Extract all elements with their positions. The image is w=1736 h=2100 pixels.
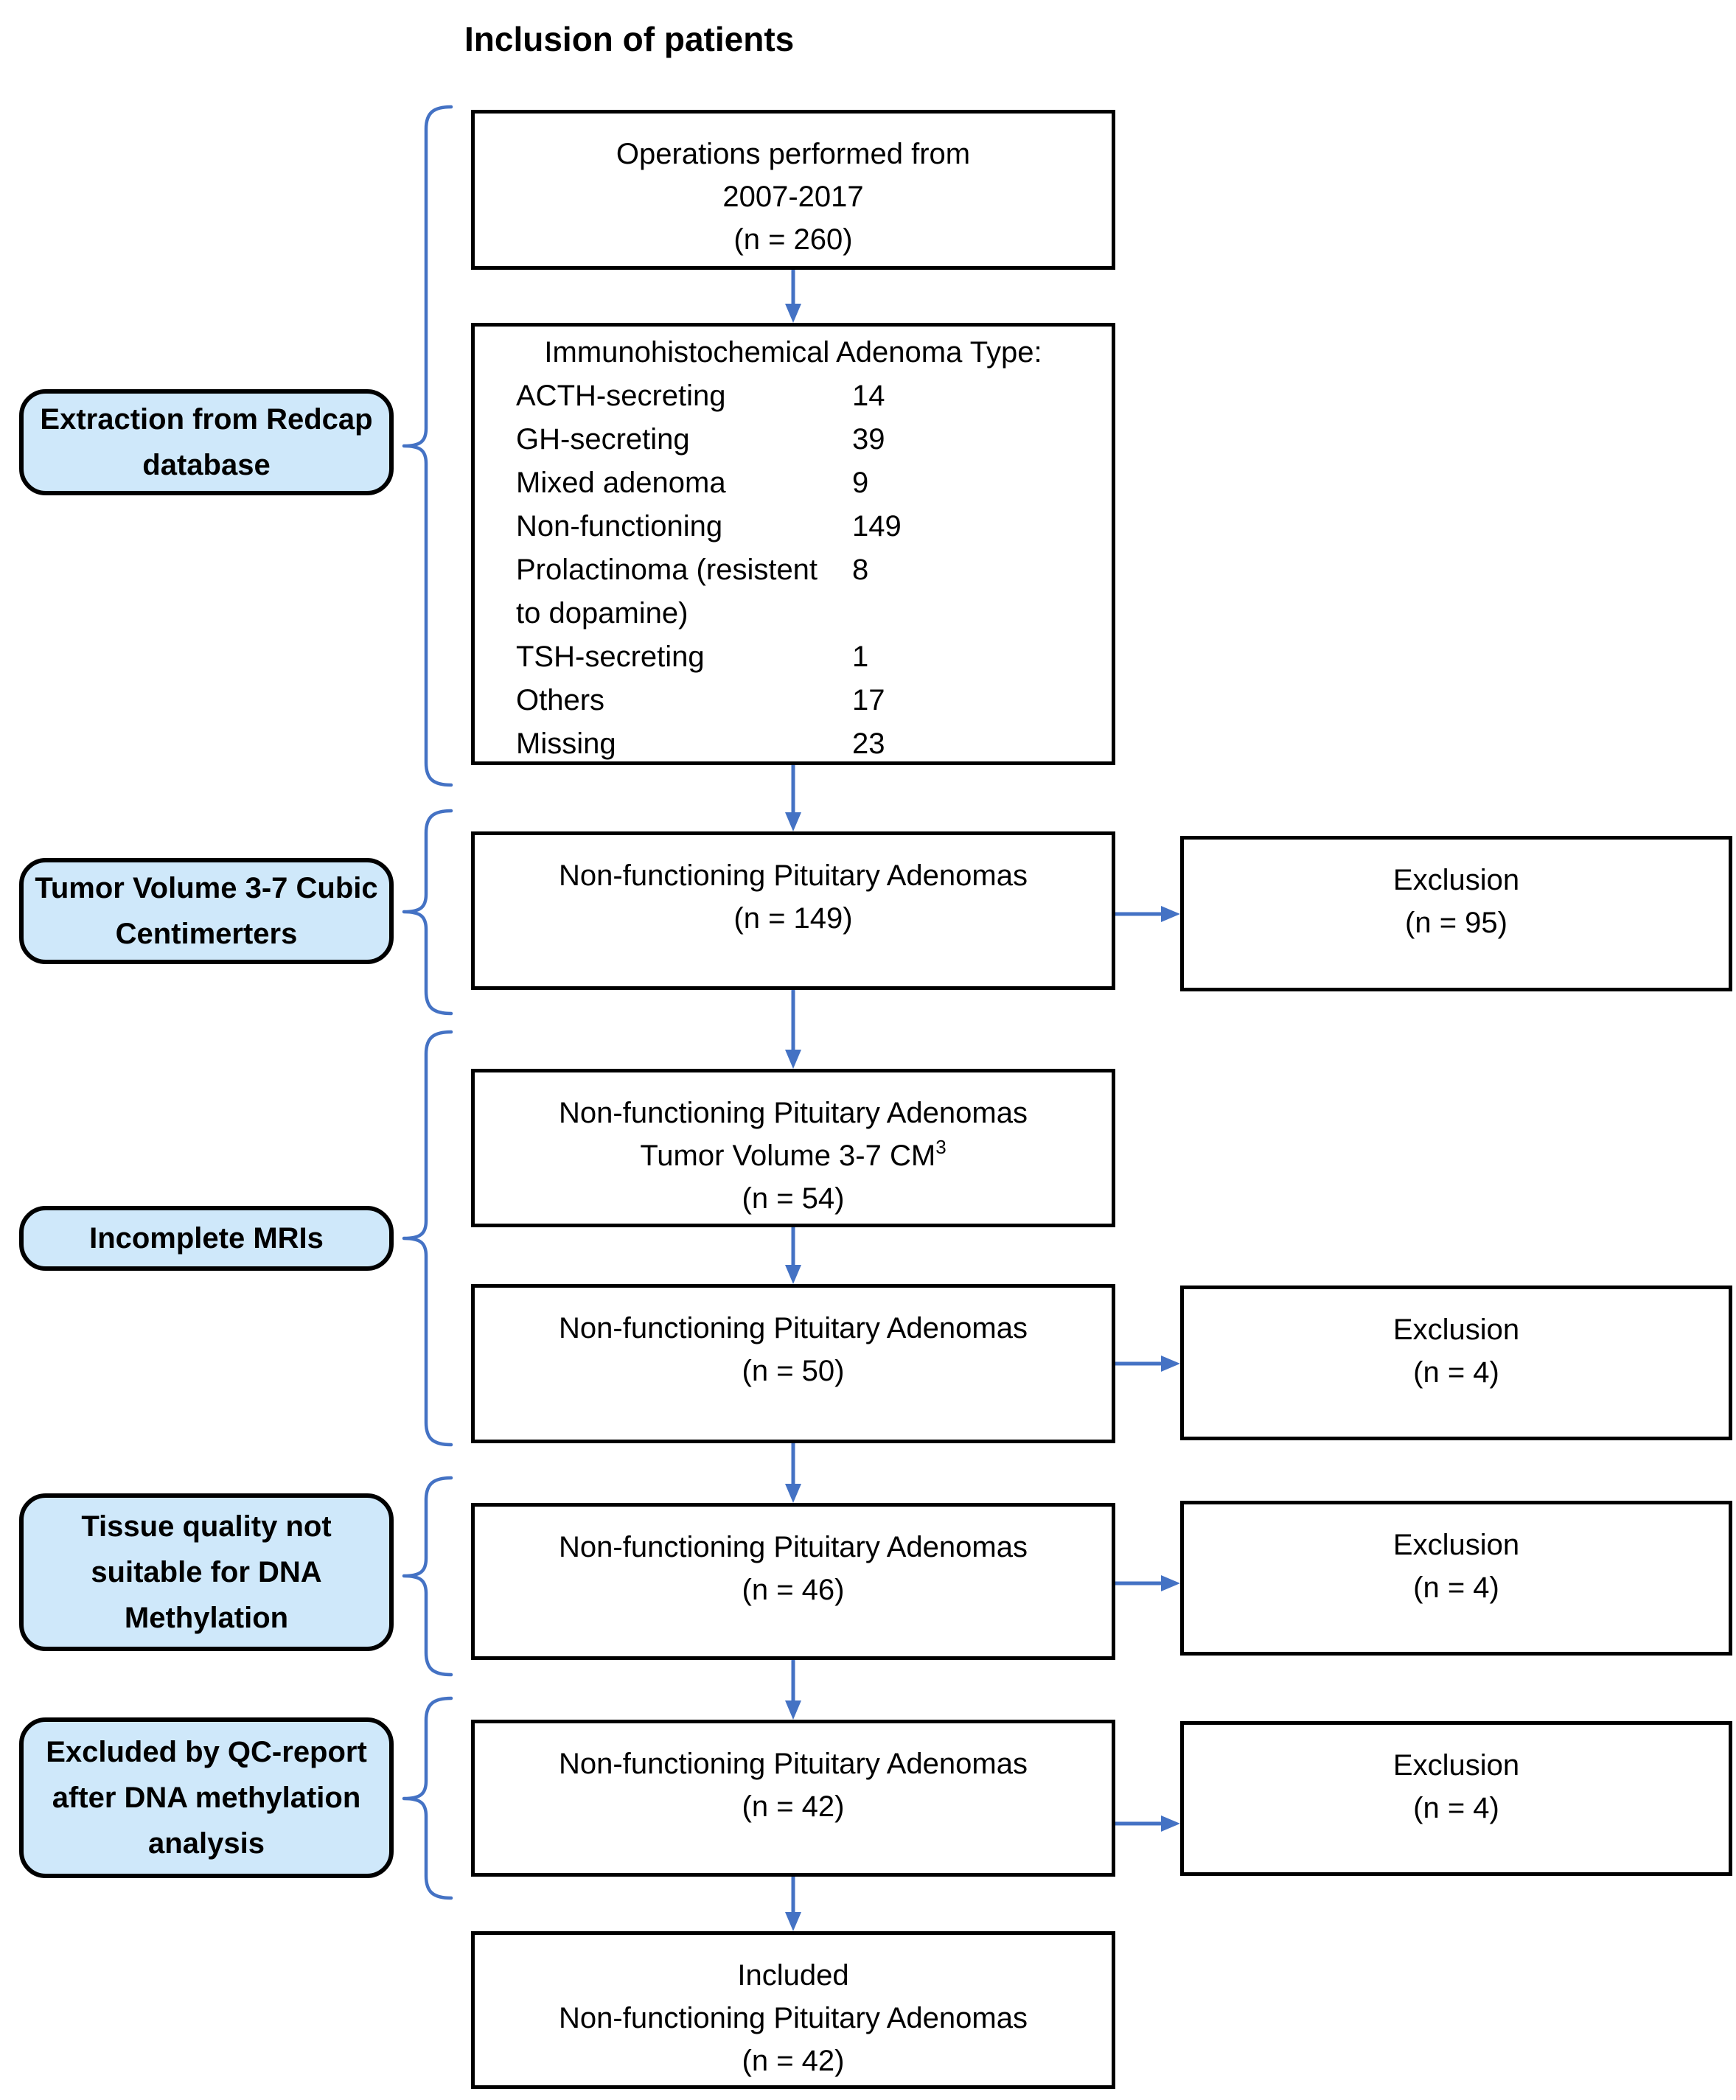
label-line: database <box>142 449 271 481</box>
box-line: (n = 42) <box>742 2045 845 2077</box>
label-line: Centimerters <box>115 918 298 950</box>
arrow-down-3 <box>785 990 801 1069</box>
box-line: Non-functioning Pituitary Adenomas <box>559 2002 1028 2034</box>
label-line: Excluded by QC-report <box>46 1736 367 1768</box>
label-box-incomplete-mris: Incomplete MRIs <box>19 1206 394 1271</box>
label-line: Incomplete MRIs <box>89 1222 324 1255</box>
box-line: (n = 95) <box>1405 907 1507 939</box>
adenoma-row-label: Others <box>516 684 605 716</box>
box-line: Exclusion <box>1392 1314 1520 1346</box>
box-line: Non-functioning Pituitary Adenomas <box>559 859 1028 892</box>
arrow-down-6 <box>785 1660 801 1720</box>
adenoma-row-label: GH-secreting <box>516 423 690 456</box>
adenoma-row-value: 14 <box>852 380 885 412</box>
adenoma-row-label: Missing <box>516 728 616 760</box>
box-line: (n = 46) <box>742 1574 845 1606</box>
arrow-right-2 <box>1115 1356 1180 1372</box>
adenoma-row-value: 17 <box>852 684 885 716</box>
adenoma-row: Prolactinoma (resistent 8 <box>475 548 1112 592</box>
label-line: suitable for DNA <box>91 1556 322 1588</box>
flow-box-included-42: Included Non-functioning Pituitary Adeno… <box>471 1931 1115 2089</box>
adenoma-row-value: 8 <box>852 554 869 586</box>
arrow-right-4 <box>1115 1815 1180 1832</box>
adenoma-row: Mixed adenoma 9 <box>475 461 1112 505</box>
adenoma-row-label: Prolactinoma (resistent <box>516 554 818 586</box>
label-box-tumor-volume: Tumor Volume 3-7 Cubic Centimerters <box>19 858 394 964</box>
adenoma-row-value: 1 <box>852 641 869 673</box>
label-line: Extraction from Redcap <box>40 403 373 436</box>
adenoma-row-value: 23 <box>852 728 885 760</box>
box-line: Non-functioning Pituitary Adenomas <box>559 1097 1028 1129</box>
adenoma-row-label: TSH-secreting <box>516 641 705 673</box>
adenoma-row: to dopamine) <box>475 592 1112 635</box>
flow-box-nfpa-42: Non-functioning Pituitary Adenomas (n = … <box>471 1720 1115 1877</box>
brace-tumor-volume <box>402 809 453 1016</box>
flow-box-adenoma-types: Immunohistochemical Adenoma Type: ACTH-s… <box>471 323 1115 765</box>
box-line: (n = 4) <box>1413 1356 1499 1389</box>
flow-box-nfpa-volume-54: Non-functioning Pituitary Adenomas Tumor… <box>471 1069 1115 1227</box>
brace-qc-report <box>402 1696 453 1900</box>
label-box-extraction-redcap: Extraction from Redcap database <box>19 389 394 495</box>
box-line: (n = 4) <box>1413 1792 1499 1824</box>
box-line: (n = 4) <box>1413 1571 1499 1604</box>
box-line: Operations performed from <box>616 138 971 170</box>
box-line: Non-functioning Pituitary Adenomas <box>559 1748 1028 1780</box>
arrow-right-3 <box>1115 1575 1180 1591</box>
brace-extraction-redcap <box>402 105 453 787</box>
adenoma-row-label: Non-functioning <box>516 510 723 543</box>
adenoma-row: TSH-secreting 1 <box>475 635 1112 679</box>
box-line: (n = 50) <box>742 1355 845 1387</box>
flow-box-nfpa-50: Non-functioning Pituitary Adenomas (n = … <box>471 1284 1115 1443</box>
adenoma-row-label: to dopamine) <box>516 597 689 629</box>
flow-box-nfpa-46: Non-functioning Pituitary Adenomas (n = … <box>471 1503 1115 1660</box>
arrow-down-1 <box>785 270 801 323</box>
box-line: Exclusion <box>1392 1749 1520 1782</box>
box-line: 2007-2017 <box>722 181 864 213</box>
adenoma-row: Non-functioning 149 <box>475 505 1112 548</box>
exclusion-box-4b: Exclusion (n = 4) <box>1180 1501 1732 1656</box>
box-line: Exclusion <box>1392 1529 1520 1561</box>
box-line: (n = 42) <box>742 1790 845 1823</box>
box-line: (n = 54) <box>742 1182 845 1215</box>
box-line: Non-functioning Pituitary Adenomas <box>559 1531 1028 1563</box>
adenoma-row-value: 9 <box>852 467 869 499</box>
page-title: Inclusion of patients <box>464 20 795 58</box>
adenoma-table-header: Immunohistochemical Adenoma Type: <box>544 336 1042 369</box>
box-line: (n = 149) <box>733 902 853 935</box>
cm-volume-text: Tumor Volume 3-7 CM <box>640 1140 936 1172</box>
arrow-down-5 <box>785 1443 801 1503</box>
adenoma-row: Others 17 <box>475 679 1112 722</box>
arrow-down-7 <box>785 1877 801 1931</box>
superscript-3: 3 <box>935 1136 947 1158</box>
brace-tissue-quality <box>402 1476 453 1677</box>
arrow-right-1 <box>1115 906 1180 922</box>
adenoma-row: GH-secreting 39 <box>475 418 1112 461</box>
adenoma-row: ACTH-secreting 14 <box>475 374 1112 418</box>
adenoma-row: Missing 23 <box>475 722 1112 766</box>
arrow-down-4 <box>785 1227 801 1284</box>
exclusion-box-4a: Exclusion (n = 4) <box>1180 1286 1732 1440</box>
label-line: Methylation <box>124 1602 289 1634</box>
exclusion-box-95: Exclusion (n = 95) <box>1180 836 1732 991</box>
label-line: Tissue quality not <box>81 1510 332 1543</box>
box-line: Non-functioning Pituitary Adenomas <box>559 1312 1028 1344</box>
flow-box-nfpa-149: Non-functioning Pituitary Adenomas (n = … <box>471 831 1115 990</box>
box-line: Tumor Volume 3-7 CM3 <box>475 1134 1112 1177</box>
adenoma-row-value: 39 <box>852 423 885 456</box>
label-line: Tumor Volume 3-7 Cubic <box>35 872 378 904</box>
box-line: Included <box>737 1959 849 1992</box>
box-line: (n = 260) <box>733 223 853 256</box>
brace-incomplete-mris <box>402 1030 453 1447</box>
adenoma-row-label: ACTH-secreting <box>516 380 726 412</box>
label-line: after DNA methylation <box>52 1782 361 1814</box>
label-box-qc-report: Excluded by QC-report after DNA methylat… <box>19 1717 394 1878</box>
label-box-tissue-quality: Tissue quality not suitable for DNA Meth… <box>19 1493 394 1651</box>
arrow-down-2 <box>785 765 801 831</box>
flow-box-operations: Operations performed from 2007-2017 (n =… <box>471 110 1115 270</box>
label-line: analysis <box>148 1827 265 1860</box>
adenoma-row-value: 149 <box>852 510 902 543</box>
box-line: Exclusion <box>1392 864 1520 896</box>
adenoma-row-label: Mixed adenoma <box>516 467 726 499</box>
exclusion-box-4c: Exclusion (n = 4) <box>1180 1721 1732 1876</box>
